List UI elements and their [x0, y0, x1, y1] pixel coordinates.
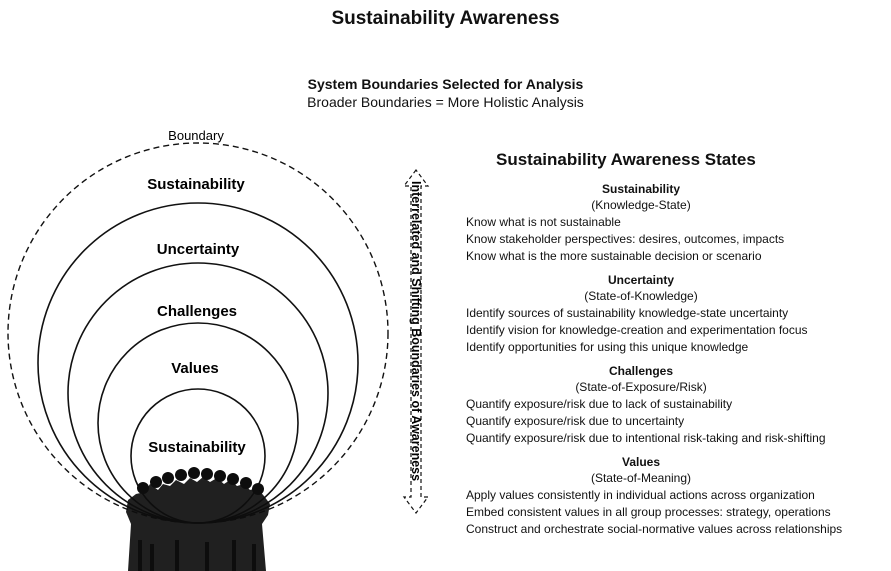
- state-subtitle: (Knowledge-State): [591, 198, 691, 212]
- ring-label-uncertainty: Uncertainty: [157, 241, 240, 258]
- arrow-label: Interrelated and Shifting Boundaries of …: [409, 181, 423, 481]
- state-item: Construct and orchestrate social-normati…: [466, 522, 843, 536]
- state-name: Sustainability: [601, 182, 681, 196]
- bidirectional-arrow: Interrelated and Shifting Boundaries of …: [402, 169, 430, 514]
- ring-label-sustainability: Sustainability: [148, 439, 246, 456]
- page-title: Sustainability Awareness: [331, 8, 560, 29]
- state-item: Apply values consistently in individual …: [466, 488, 815, 502]
- state-item: Quantify exposure/risk due to uncertaint…: [466, 414, 685, 428]
- state-name: Uncertainty: [607, 273, 675, 287]
- state-item: Embed consistent values in all group pro…: [466, 505, 831, 519]
- boundaries-subheading: Broader Boundaries = More Holistic Analy…: [307, 94, 584, 110]
- state-item: Know stakeholder perspectives: desires, …: [466, 232, 785, 246]
- state-subtitle: (State-of-Meaning): [590, 471, 692, 485]
- state-item: Know what is the more sustainable decisi…: [466, 249, 762, 263]
- states-panel: Sustainability Awareness States Sustaina…: [466, 150, 891, 538]
- state-block-sustainability: Sustainability (Knowledge-State) Know wh…: [466, 182, 891, 265]
- state-subtitle: (State-of-Knowledge): [584, 289, 698, 303]
- ring-label-values: Values: [171, 360, 219, 377]
- ring-label-challenges: Challenges: [157, 303, 237, 320]
- people-silhouette-icon: [126, 467, 270, 571]
- state-block-uncertainty: Uncertainty (State-of-Knowledge) Identif…: [466, 273, 891, 356]
- state-name: Challenges: [608, 364, 674, 378]
- state-subtitle: (State-of-Exposure/Risk): [575, 380, 707, 394]
- state-item: Quantify exposure/risk due to lack of su…: [466, 397, 733, 411]
- state-name: Values: [621, 455, 661, 469]
- state-block-challenges: Challenges (State-of-Exposure/Risk) Quan…: [466, 364, 891, 447]
- boundary-circle: [7, 142, 389, 524]
- state-item: Quantify exposure/risk due to intentiona…: [466, 431, 826, 445]
- state-item: Identify vision for knowledge-creation a…: [466, 323, 808, 337]
- state-item: Identify sources of sustainability knowl…: [466, 306, 789, 320]
- state-block-values: Values (State-of-Meaning) Apply values c…: [466, 455, 891, 538]
- state-item: Identify opportunities for using this un…: [466, 340, 749, 354]
- boundaries-heading: System Boundaries Selected for Analysis: [307, 76, 584, 92]
- state-item: Know what is not sustainable: [466, 215, 621, 229]
- outer-ring-label: Sustainability: [147, 176, 245, 193]
- states-title: Sustainability Awareness States: [496, 150, 756, 169]
- boundary-label: Boundary: [168, 128, 224, 143]
